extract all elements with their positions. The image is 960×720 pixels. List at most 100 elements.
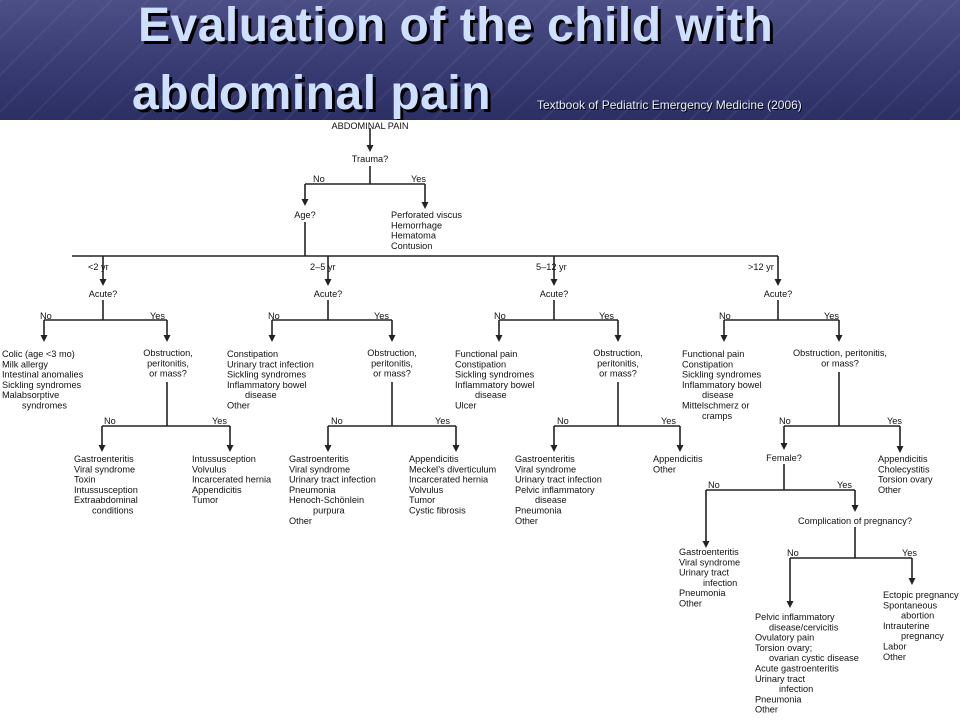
arrowhead (908, 578, 916, 585)
diagnosis-item: Intussusception (74, 485, 138, 495)
age-question: Age? (294, 210, 315, 220)
chronic-cause: Urinary tract infection (227, 359, 314, 369)
diagnosis-item: Tumor (409, 495, 435, 505)
diagnosis-item: Cystic fibrosis (409, 506, 466, 516)
arrowhead (550, 445, 558, 452)
chronic-cause: Sickling syndromes (455, 370, 535, 380)
chronic-cause: Milk allergy (2, 359, 48, 369)
diagnosis-item: Viral syndrome (74, 464, 135, 474)
yes-label: Yes (661, 416, 676, 426)
diagnosis-item: Viral syndrome (289, 464, 350, 474)
chronic-cause: Functional pain (682, 349, 744, 359)
chronic-cause: Ulcer (455, 401, 476, 411)
diagnosis-item: Appendicitis (653, 454, 703, 464)
yes-label: Yes (837, 480, 852, 490)
arrowhead (780, 443, 788, 450)
yes-label: Yes (887, 416, 902, 426)
chronic-cause: Colic (age <3 mo) (2, 349, 75, 359)
pregnancy-question: Complication of pregnancy? (798, 516, 912, 526)
diagnosis-item: Henoch-Schönlein (289, 495, 364, 505)
arrowhead (702, 541, 710, 548)
chronic-cause: Sickling syndromes (2, 380, 82, 390)
diagnosis-item: Ovulatory pain (755, 633, 814, 643)
chronic-cause: Constipation (227, 349, 278, 359)
trauma-question: Trauma? (352, 154, 388, 164)
chronic-cause: Constipation (455, 359, 506, 369)
no-label: No (331, 416, 343, 426)
diagnosis-item: Other (883, 652, 906, 662)
diagnosis-item: Ectopic pregnancy (883, 590, 959, 600)
connector-lines (40, 128, 916, 608)
no-label: No (104, 416, 116, 426)
diagnosis-item: Gastroenteritis (289, 454, 349, 464)
no-label: No (313, 174, 325, 184)
obstruction-question: or mass? (821, 358, 859, 368)
yes-label: Yes (150, 311, 165, 321)
diagnosis-item: Pneumonia (515, 506, 562, 516)
arrowhead (388, 335, 396, 342)
chronic-cause: Malabsorptive (2, 390, 59, 400)
obstruction-question: Obstruction, (143, 348, 193, 358)
age-group-label: 2–5 yr (310, 262, 336, 272)
no-label: No (719, 311, 731, 321)
diagnosis-item: Appendicitis (409, 454, 459, 464)
obstruction-question: or mass? (373, 369, 411, 379)
yes-label: Yes (374, 311, 389, 321)
diagnosis-item: Other (679, 599, 702, 609)
arrowhead (163, 335, 171, 342)
arrowhead (851, 505, 859, 512)
yes-label: Yes (902, 548, 917, 558)
diagnosis-item: Pneumonia (289, 485, 336, 495)
arrowhead (676, 445, 684, 452)
diagnosis-item: Gastroenteritis (74, 454, 134, 464)
arrowhead (366, 145, 374, 152)
arrowhead (324, 279, 332, 286)
arrowhead (495, 335, 503, 342)
trauma-outcome: Contusion (391, 241, 432, 251)
diagnosis-item: Pelvic inflammatory (755, 612, 835, 622)
diagnosis-item: Gastroenteritis (515, 454, 575, 464)
arrowhead (268, 335, 276, 342)
diagnosis-item: Volvulus (192, 464, 227, 474)
yes-label: Yes (435, 416, 450, 426)
diagnosis-item: infection (779, 684, 813, 694)
diagnosis-item: purpura (313, 506, 346, 516)
source-citation: Textbook of Pediatric Emergency Medicine… (537, 98, 802, 112)
acute-question: Acute? (314, 289, 343, 299)
diagnosis-item: Intussusception (192, 454, 256, 464)
arrowhead (301, 199, 309, 206)
trauma-outcome: Hemorrhage (391, 220, 442, 230)
arrowhead (98, 445, 106, 452)
yes-label: Yes (212, 416, 227, 426)
obstruction-question: Obstruction, (367, 348, 417, 358)
arrowhead (835, 335, 843, 342)
diagnosis-item: Urinary tract infection (289, 475, 376, 485)
acute-question: Acute? (764, 289, 793, 299)
arrowhead (774, 279, 782, 286)
obstruction-question: peritonitis, (147, 358, 189, 368)
chronic-cause: Sickling syndromes (682, 370, 762, 380)
diagnosis-item: Viral syndrome (515, 464, 576, 474)
chronic-cause: Functional pain (455, 349, 517, 359)
diagnosis-item: Other (515, 516, 538, 526)
diagnosis-item: Incarcerated hernia (409, 475, 489, 485)
diagnosis-item: Spontaneous (883, 600, 938, 610)
chronic-cause: cramps (702, 411, 733, 421)
no-label: No (779, 416, 791, 426)
diagnosis-item: conditions (92, 506, 134, 516)
chronic-cause: Sickling syndromes (227, 370, 307, 380)
diagnosis-item: Extraabdominal (74, 495, 138, 505)
arrowhead (550, 279, 558, 286)
chronic-cause: Inflammatory bowel (455, 380, 535, 390)
obstruction-question: or mass? (599, 369, 637, 379)
no-label: No (268, 311, 280, 321)
diagnosis-item: Gastroenteritis (679, 547, 739, 557)
diagnosis-item: infection (703, 578, 737, 588)
age-group-label: >12 yr (748, 262, 774, 272)
acute-question: Acute? (89, 289, 118, 299)
diagnosis-item: Labor (883, 642, 907, 652)
diagnosis-item: Pneumonia (679, 588, 726, 598)
chronic-cause: syndromes (22, 401, 67, 411)
obstruction-question: or mass? (149, 369, 187, 379)
